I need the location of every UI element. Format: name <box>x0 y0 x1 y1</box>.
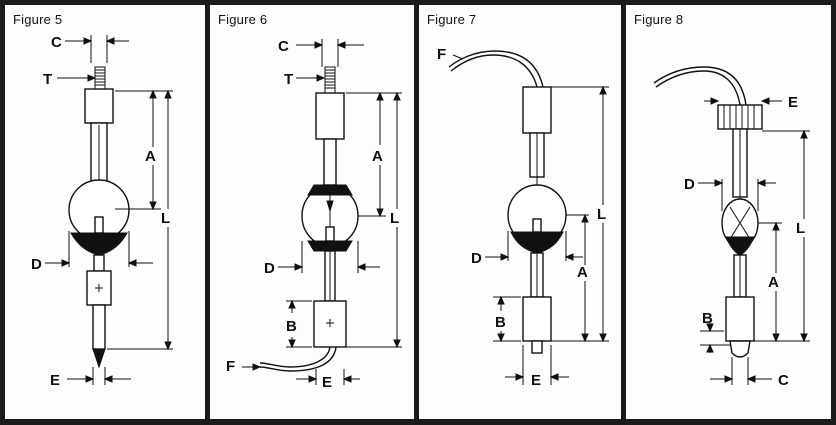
fig6-label-a: A <box>372 148 383 165</box>
fig8-label-b: B <box>702 310 713 327</box>
fig7-label-d: D <box>471 250 482 267</box>
figure-7-panel: Figure 7 F <box>417 3 623 421</box>
fig6-label-f: F <box>226 358 235 375</box>
fig6-label-c: C <box>278 38 289 55</box>
fig8-label-a: A <box>768 274 779 291</box>
figure-8-lamp-diagram: E D L <box>653 66 810 389</box>
figure-5-lamp-diagram: C T <box>31 34 173 389</box>
fig5-label-a: A <box>145 148 156 165</box>
fig5-label-e: E <box>50 372 60 389</box>
figure-8-panel: Figure 8 E <box>624 3 833 421</box>
fig8-label-l: L <box>796 220 805 237</box>
figure-5-title: Figure 5 <box>13 12 63 27</box>
fig8-label-d: D <box>684 176 695 193</box>
fig7-label-f: F <box>437 46 446 63</box>
fig6-label-t: T <box>284 71 293 88</box>
figure-7-title: Figure 7 <box>427 12 477 27</box>
figure-5-panel: Figure 5 C T <box>3 3 207 421</box>
fig6-label-l: L <box>390 210 399 227</box>
fig8-label-e: E <box>788 94 798 111</box>
fig5-label-l: L <box>161 210 170 227</box>
fig8-label-c: C <box>778 372 789 389</box>
fig5-label-t: T <box>43 71 52 88</box>
fig7-label-b: B <box>495 314 506 331</box>
fig6-label-b: B <box>286 318 297 335</box>
fig6-label-e: E <box>322 374 332 391</box>
fig5-label-d: D <box>31 256 42 273</box>
figure-6-panel: Figure 6 C T <box>208 3 416 421</box>
fig5-label-c: C <box>51 34 62 51</box>
fig6-label-d: D <box>264 260 275 277</box>
figure-6-title: Figure 6 <box>218 12 268 27</box>
figure-6-lamp-diagram: C T F <box>226 38 402 391</box>
figure-7-lamp-diagram: F L A <box>437 46 609 389</box>
figure-8-title: Figure 8 <box>634 12 684 27</box>
fig7-label-a: A <box>577 264 588 281</box>
fig7-label-l: L <box>597 206 606 223</box>
fig7-label-e: E <box>531 372 541 389</box>
